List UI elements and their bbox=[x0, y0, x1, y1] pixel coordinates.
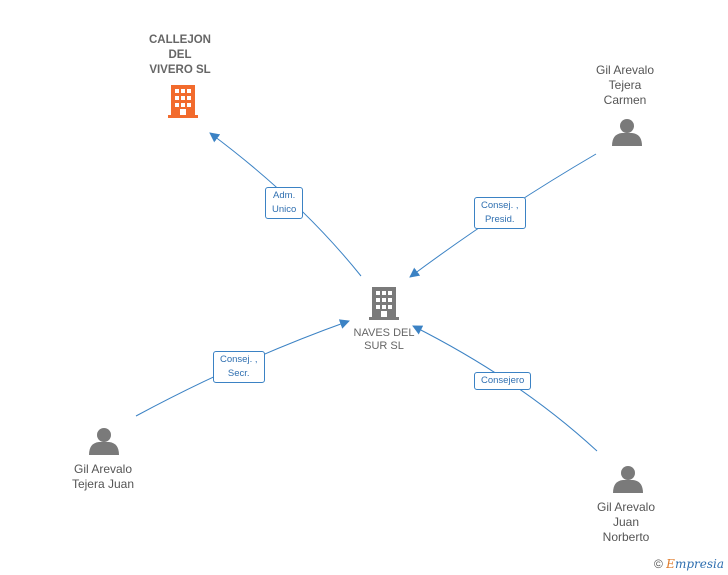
copyright-symbol: © bbox=[653, 557, 663, 571]
edge-label-consej-secr[interactable]: Consej. , Secr. bbox=[213, 351, 265, 383]
label-line: VIVERO SL bbox=[149, 64, 211, 76]
brand-first-letter: E bbox=[666, 557, 675, 571]
label-line: Gil Arevalo bbox=[596, 500, 656, 514]
company-label-callejon[interactable]: CALLEJON DEL VIVERO SL bbox=[130, 33, 230, 78]
label-line: SUR SL bbox=[364, 340, 404, 352]
edge-label-line: Secr. bbox=[227, 368, 250, 379]
label-line: Tejera bbox=[608, 78, 642, 92]
brand-rest: mpresia bbox=[674, 557, 724, 571]
label-line: Carmen bbox=[603, 93, 647, 107]
building-icon[interactable] bbox=[369, 287, 399, 320]
label-line: DEL bbox=[168, 49, 192, 61]
person-icon[interactable] bbox=[613, 466, 643, 493]
company-label-naves[interactable]: NAVES DEL SUR SL bbox=[334, 327, 434, 353]
edge-label-line: Adm. bbox=[273, 190, 296, 201]
edge-label-adm-unico[interactable]: Adm. Unico bbox=[265, 187, 304, 219]
edge-label-consejero[interactable]: Consejero bbox=[474, 372, 532, 390]
edge-label-consej-presid[interactable]: Consej. , Presid. bbox=[474, 197, 526, 229]
edge-label-line: Consejero bbox=[481, 375, 525, 386]
person-label-carmen[interactable]: Gil Arevalo Tejera Carmen bbox=[575, 63, 675, 108]
building-icon[interactable] bbox=[168, 85, 198, 118]
person-label-juan[interactable]: Gil Arevalo Tejera Juan bbox=[48, 462, 158, 492]
person-icon[interactable] bbox=[89, 428, 119, 455]
edge-label-line: Consej. , bbox=[481, 200, 519, 211]
label-line: CALLEJON bbox=[149, 34, 211, 46]
copyright-notice: © Empresia bbox=[654, 557, 724, 571]
label-line: NAVES DEL bbox=[353, 327, 415, 339]
label-line: Gil Arevalo bbox=[595, 63, 655, 77]
label-line: Norberto bbox=[602, 530, 650, 544]
person-icon[interactable] bbox=[612, 119, 642, 146]
edge-label-line: Consej. , bbox=[220, 354, 258, 365]
brand-logo: Empresia bbox=[666, 557, 724, 571]
edge-label-line: Unico bbox=[272, 204, 297, 215]
label-line: Tejera Juan bbox=[71, 477, 135, 491]
label-line: Juan bbox=[612, 515, 640, 529]
edge-label-line: Presid. bbox=[484, 214, 515, 225]
label-line: Gil Arevalo bbox=[73, 462, 133, 476]
person-label-norberto[interactable]: Gil Arevalo Juan Norberto bbox=[576, 500, 676, 545]
